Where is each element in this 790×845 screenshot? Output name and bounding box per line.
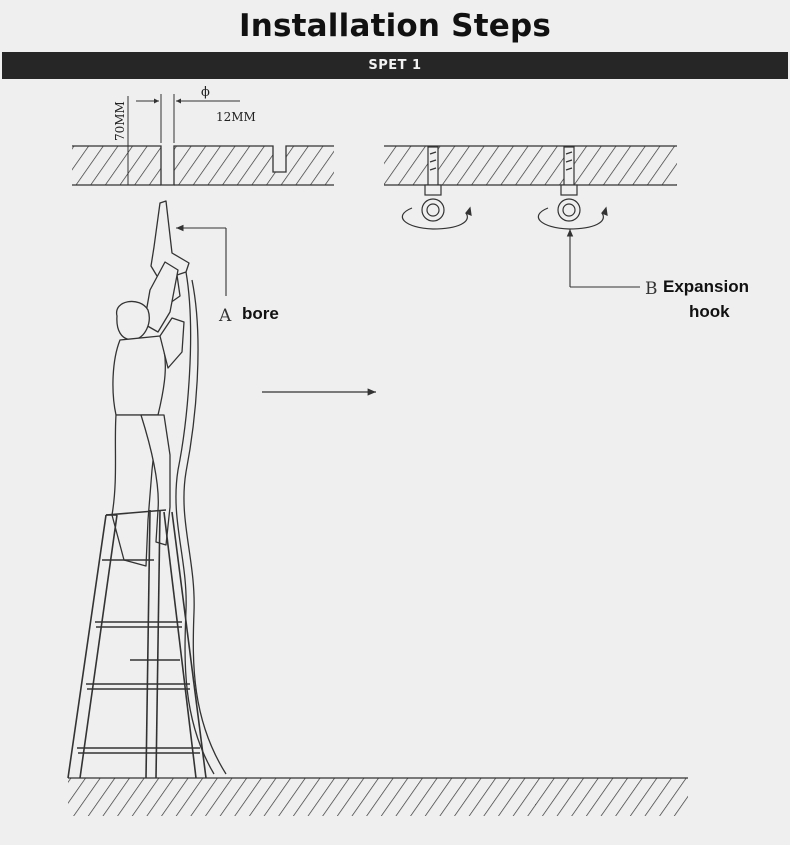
left-ceiling-section xyxy=(72,145,334,186)
callout-b-leader xyxy=(566,229,640,288)
diameter-symbol: ϕ xyxy=(201,85,210,100)
callout-a-leader xyxy=(176,224,227,296)
callout-a-letter: A xyxy=(218,306,232,326)
callout-b-letter: B xyxy=(645,279,658,299)
diameter-dimension-label: 12MM xyxy=(216,110,256,124)
worker-figure xyxy=(111,200,227,775)
page-title: Installation Steps xyxy=(239,8,551,44)
callout-a-text: bore xyxy=(242,304,279,323)
dimension-lines xyxy=(122,94,240,186)
step-label: SPET 1 xyxy=(368,58,422,73)
callout-b-text-line1: Expansion xyxy=(663,277,749,296)
step-header-bar: SPET 1 xyxy=(2,52,788,79)
callout-b-text-line2: hook xyxy=(689,302,730,321)
depth-dimension-label: 70MM xyxy=(113,101,127,141)
ladder xyxy=(67,509,207,779)
expansion-hook-right xyxy=(537,146,608,230)
expansion-hook-left xyxy=(401,146,472,230)
floor-section xyxy=(68,777,688,816)
